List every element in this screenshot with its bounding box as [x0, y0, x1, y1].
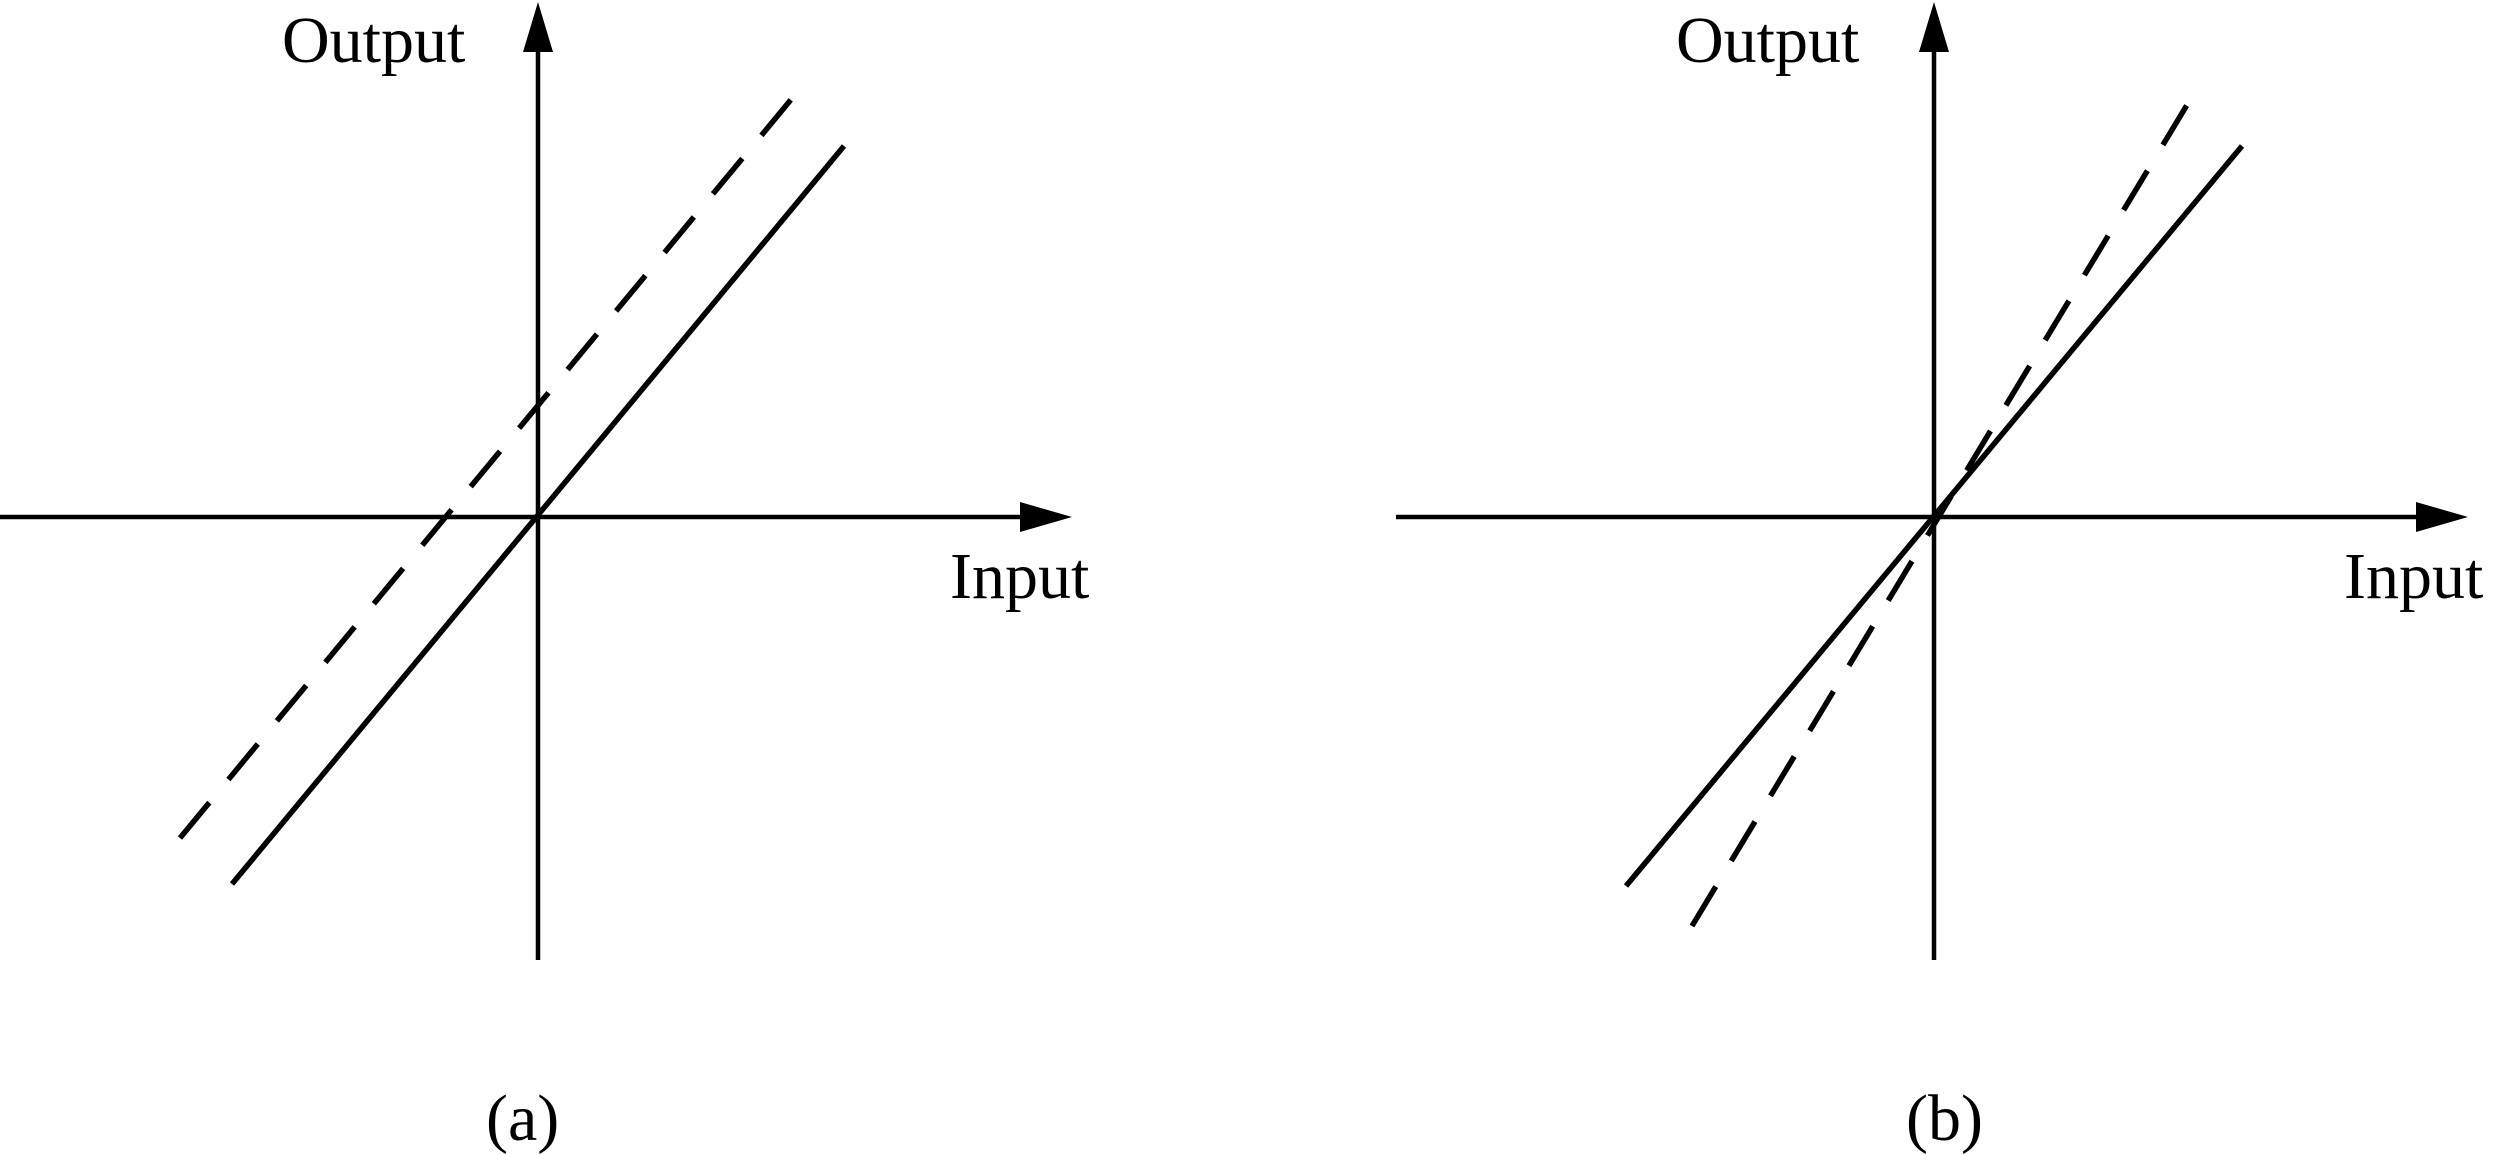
- panel-b-y-axis-arrow: [1919, 2, 1949, 52]
- panel-a-y-axis-arrow: [523, 2, 553, 52]
- panel-a: Output Input (a): [0, 2, 1089, 1155]
- panel-a-solid-line: [229, 144, 847, 886]
- panel-b-dashed-line: [1689, 98, 2193, 928]
- panel-a-x-axis-arrow: [1020, 502, 1072, 532]
- panel-b-solid-line: [1623, 144, 2245, 888]
- panel-a-y-axis-label: Output: [282, 4, 465, 77]
- panel-b: Output Input (b): [1396, 2, 2483, 1155]
- panel-b-y-axis-label: Output: [1676, 4, 1859, 77]
- panel-b-caption: (b): [1906, 1082, 1983, 1155]
- panel-a-x-axis-label: Input: [950, 540, 1089, 613]
- panel-a-caption: (a): [486, 1082, 559, 1155]
- panel-b-x-axis-label: Input: [2344, 540, 2483, 613]
- panel-b-x-axis-arrow: [2416, 502, 2468, 532]
- panel-a-dashed-line: [177, 94, 797, 840]
